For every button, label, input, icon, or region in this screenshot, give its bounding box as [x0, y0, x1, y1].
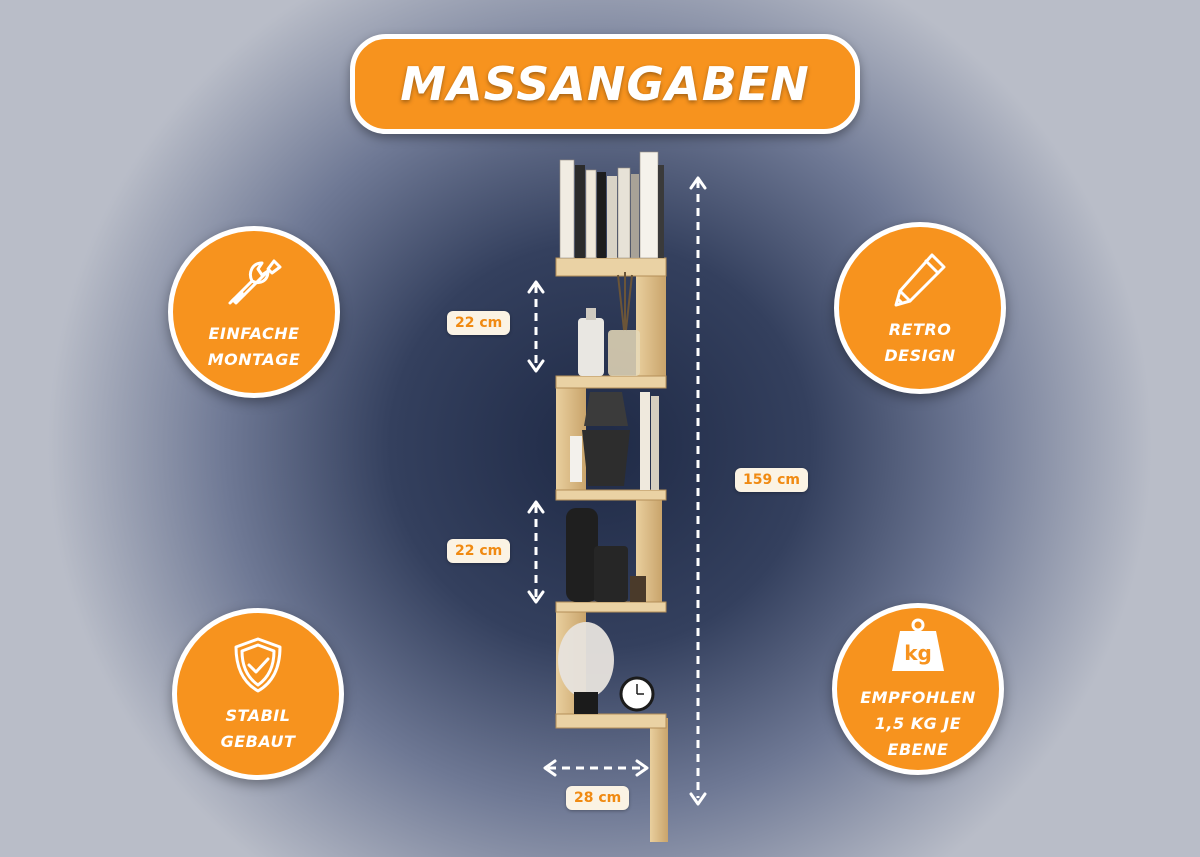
shelf-board	[555, 257, 667, 277]
shelf-board	[555, 713, 667, 729]
black-vases	[566, 508, 646, 602]
arrow-heads	[527, 176, 707, 806]
tools-icon	[228, 259, 282, 305]
shield-check-icon	[234, 637, 282, 693]
feature-design-label: RETRO DESIGN	[884, 320, 956, 365]
dimension-label-total-height: 159 cm	[735, 468, 808, 492]
shelf-panel	[636, 262, 666, 377]
diffuser-bottles	[578, 272, 640, 376]
lamp-and-clock	[558, 622, 655, 714]
shelf-panel	[650, 718, 668, 842]
dimension-label-shelf-gap-bottom: 22 cm	[447, 539, 511, 563]
feature-assembly: EINFACHE MONTAGE	[168, 226, 340, 398]
feature-stability-label: STABIL GEBAUT	[220, 706, 296, 751]
feature-load: kg EMPFOHLEN 1,5 KG JE EBENE	[832, 603, 1004, 775]
books	[559, 151, 664, 259]
dimension-label-width: 28 cm	[566, 786, 630, 810]
weight-unit-text: kg	[904, 641, 932, 665]
dimension-arrows	[534, 180, 700, 798]
feature-load-label: EMPFOHLEN 1,5 KG JE EBENE	[860, 688, 976, 759]
page-title: MASSANGABEN	[400, 57, 810, 111]
pencil-icon	[894, 253, 946, 307]
feature-design: RETRO DESIGN	[834, 222, 1006, 394]
dimension-label-shelf-gap-top: 22 cm	[447, 311, 511, 335]
shelf-board	[555, 601, 667, 613]
feature-assembly-label: EINFACHE MONTAGE	[207, 324, 301, 369]
shelf-board	[555, 489, 667, 501]
weight-kg-icon: kg	[892, 618, 944, 671]
feature-stability: STABIL GEBAUT	[172, 608, 344, 780]
vase-and-books	[570, 392, 659, 490]
title-banner: MASSANGABEN	[350, 34, 860, 134]
shelf-board	[555, 375, 667, 389]
